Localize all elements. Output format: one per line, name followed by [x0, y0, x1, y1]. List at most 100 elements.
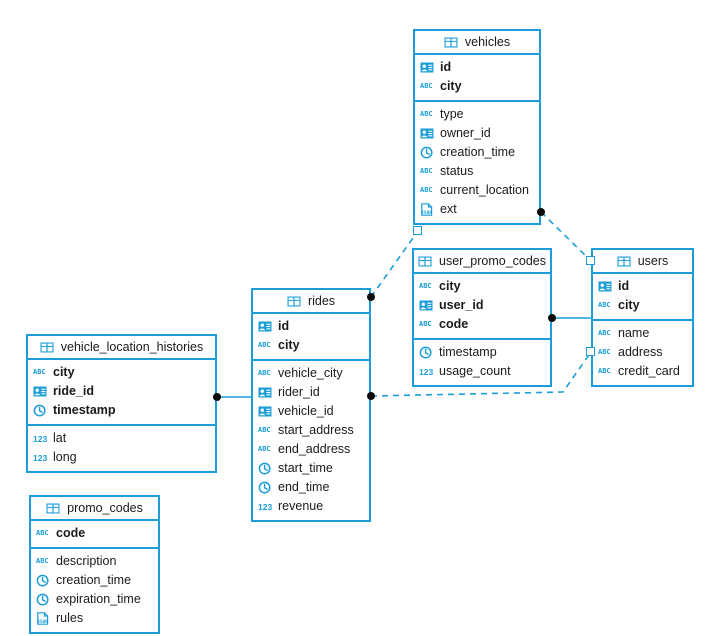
abc-text-icon: ABC	[258, 341, 271, 349]
field-row-ride_id[interactable]: ride_id	[28, 382, 215, 401]
field-row-end_time[interactable]: end_time	[253, 478, 369, 497]
abc-text-icon: ABC	[420, 167, 433, 175]
field-label: end_time	[278, 480, 330, 495]
field-row-timestamp[interactable]: timestamp	[28, 401, 215, 420]
field-row-revenue[interactable]: 123 revenue	[253, 497, 369, 516]
field-row-vehicle_id[interactable]: vehicle_id	[253, 402, 369, 421]
table-grid-icon	[46, 502, 61, 515]
field-label: creation_time	[440, 145, 516, 160]
id-card-icon	[258, 405, 273, 418]
field-label: ext	[440, 202, 457, 217]
field-label: long	[53, 450, 77, 465]
field-row-city[interactable]: ABC city	[593, 296, 692, 315]
123-number-icon: 123	[258, 502, 273, 512]
field-label: revenue	[278, 499, 324, 514]
field-label: status	[440, 164, 474, 179]
id-card-icon	[420, 127, 435, 140]
relationship-target-square-rides-to-vehicles	[413, 226, 422, 235]
field-row-timestamp[interactable]: timestamp	[414, 343, 550, 362]
field-label: timestamp	[53, 403, 116, 418]
clock-icon	[258, 481, 273, 494]
field-row-owner_id[interactable]: owner_id	[415, 124, 539, 143]
clock-icon	[36, 574, 51, 587]
entity-title: vehicle_location_histories	[60, 339, 204, 354]
field-label: description	[56, 554, 117, 569]
field-row-id[interactable]: id	[253, 317, 369, 336]
abc-text-icon: ABC	[36, 557, 49, 565]
field-row-id[interactable]: id	[415, 58, 539, 77]
field-row-end_address[interactable]: ABC end_address	[253, 440, 369, 459]
field-label: vehicle_id	[278, 404, 334, 419]
relationship-target-square-rides-to-users	[586, 347, 595, 356]
field-label: end_address	[278, 442, 351, 457]
relationship-line-rides-to-vehicles	[370, 230, 419, 298]
clock-icon	[36, 593, 51, 606]
field-row-start_time[interactable]: start_time	[253, 459, 369, 478]
field-row-user_id[interactable]: user_id	[414, 296, 550, 315]
field-label: code	[56, 526, 86, 541]
abc-text-icon: ABC	[420, 186, 433, 194]
clock-icon	[258, 462, 273, 475]
abc-text-icon: ABC	[598, 301, 611, 309]
entity-header-user_promo_codes[interactable]: user_promo_codes	[414, 250, 550, 274]
field-label: credit_card	[618, 364, 680, 379]
field-label: id	[618, 279, 630, 294]
relationship-source-dot-user-promo-codes-to-users	[548, 314, 556, 322]
entity-header-rides[interactable]: rides	[253, 290, 369, 314]
field-row-expiration_time[interactable]: expiration_time	[31, 590, 158, 609]
clock-icon	[420, 146, 435, 159]
field-row-status[interactable]: ABC status	[415, 162, 539, 181]
field-row-creation_time[interactable]: creation_time	[31, 571, 158, 590]
json-document-icon: JSON	[36, 612, 51, 625]
field-label: start_address	[278, 423, 354, 438]
entity-header-vehicles[interactable]: vehicles	[415, 31, 539, 55]
field-label: city	[618, 298, 640, 313]
field-label: user_id	[439, 298, 484, 313]
field-row-creation_time[interactable]: creation_time	[415, 143, 539, 162]
abc-text-icon: ABC	[258, 445, 271, 453]
entity-header-vehicle_location_histories[interactable]: vehicle_location_histories	[28, 336, 215, 360]
field-row-rider_id[interactable]: rider_id	[253, 383, 369, 402]
entity-title: rides	[307, 293, 336, 308]
field-row-id[interactable]: id	[593, 277, 692, 296]
field-row-description[interactable]: ABC description	[31, 552, 158, 571]
relationship-source-dot-rides-to-vehicles	[367, 293, 375, 301]
relationship-target-square-vehicles-to-users	[586, 256, 595, 265]
entity-header-users[interactable]: users	[593, 250, 692, 274]
entity-header-promo_codes[interactable]: promo_codes	[31, 497, 158, 521]
field-label: address	[618, 345, 663, 360]
clock-icon	[419, 346, 434, 359]
